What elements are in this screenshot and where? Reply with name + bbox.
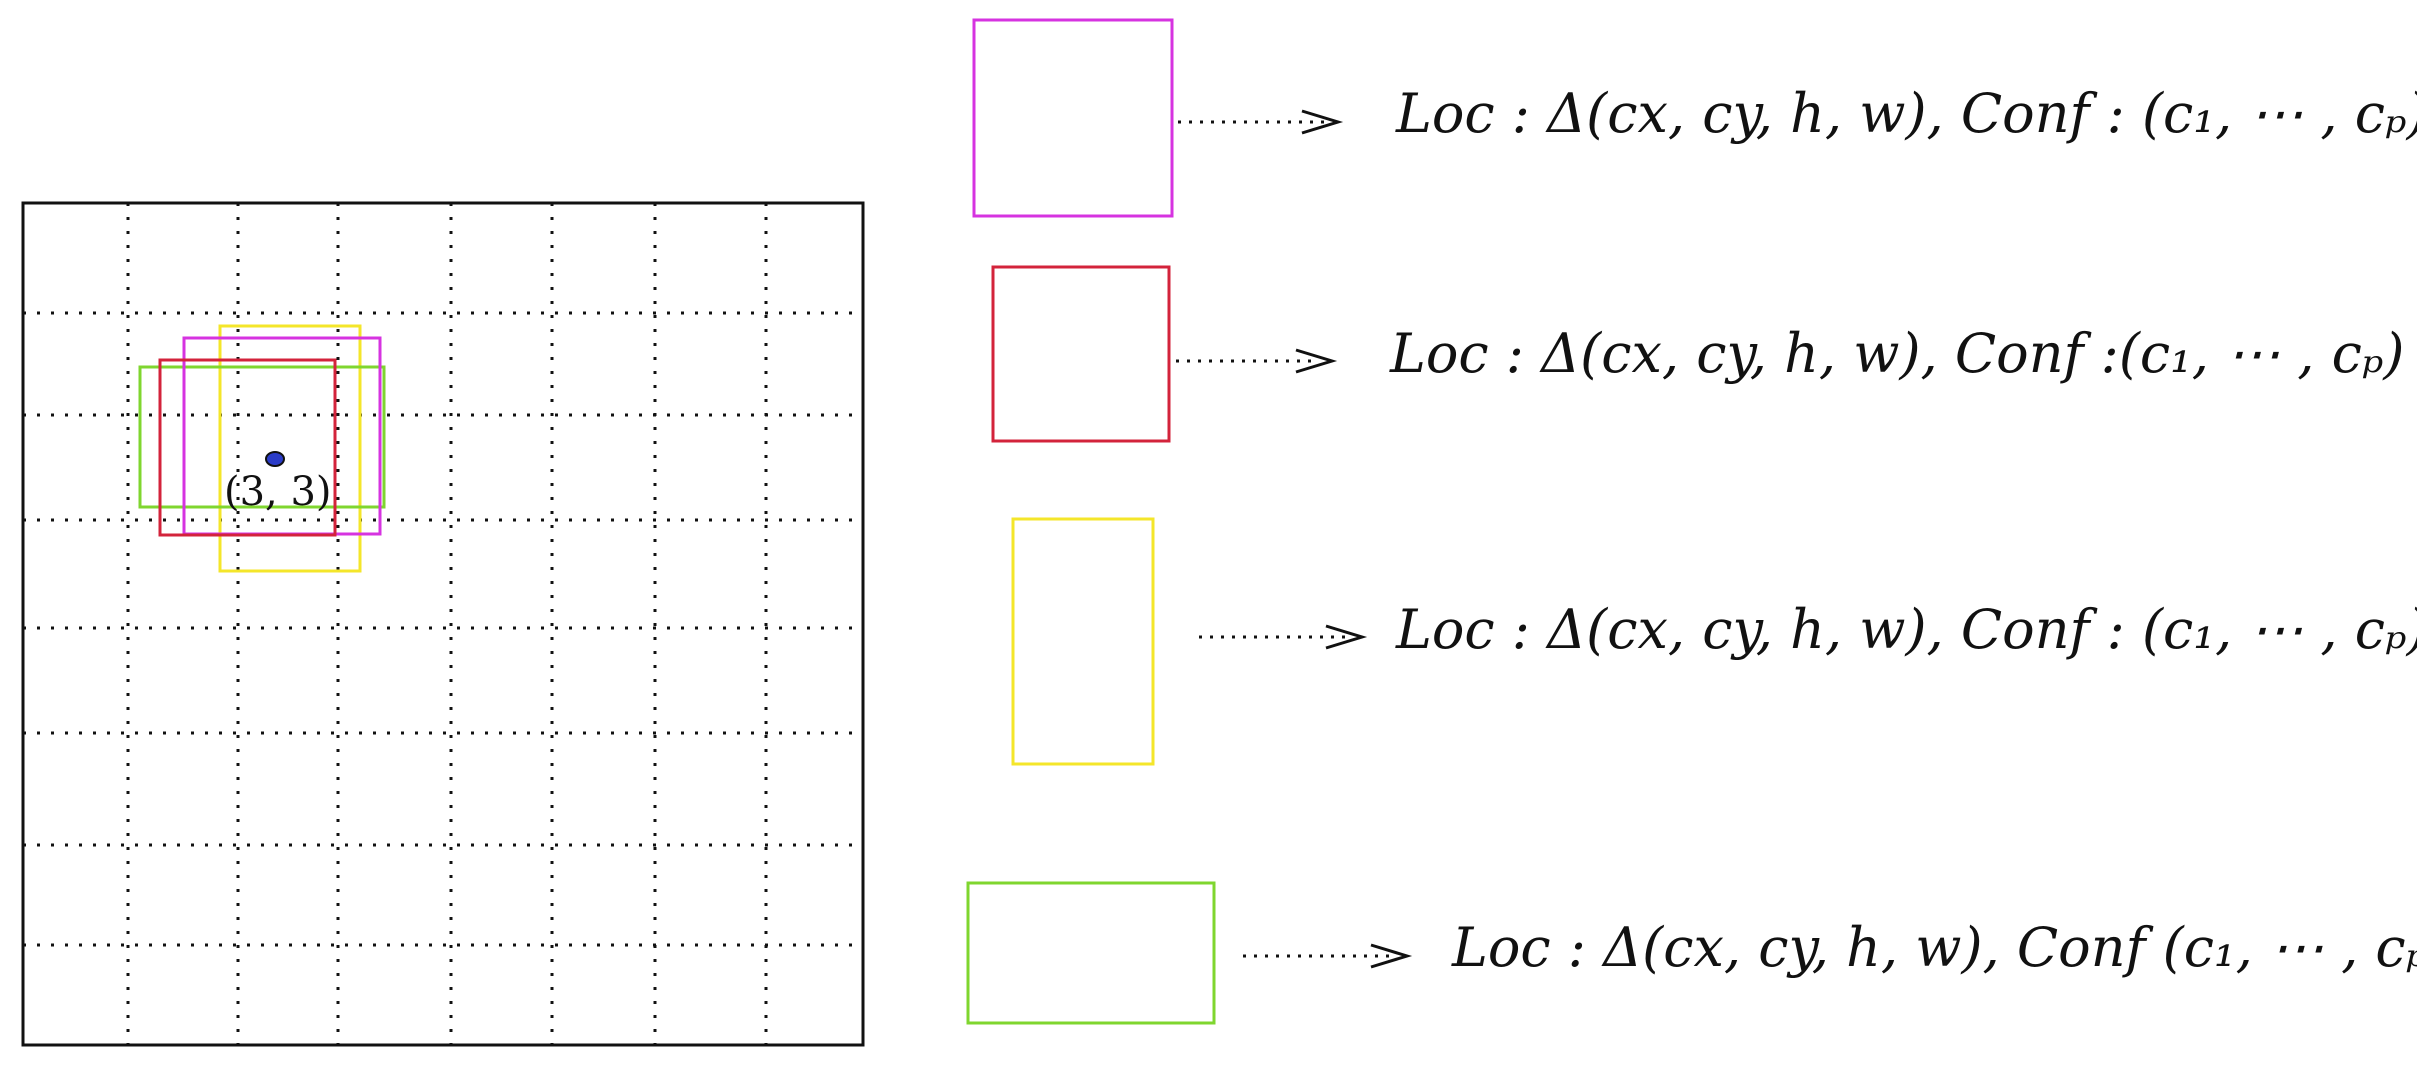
- legend-arrow-head-green: [1370, 943, 1413, 969]
- legend-arrow-head-yellow: [1325, 624, 1368, 650]
- legend-box-red: [991, 265, 1171, 443]
- legend-red: Loc : Δ(cx, cy, h, w), Conf :(c₁, ⋯ , cₚ…: [991, 265, 2405, 443]
- legend-arrow-head-magenta: [1301, 109, 1344, 135]
- legend-text-magenta: Loc : Δ(cx, cy, h, w), Conf : (c₁, ⋯ , c…: [1395, 82, 2417, 145]
- legend-yellow: Loc : Δ(cx, cy, h, w), Conf : (c₁, ⋯ , c…: [1011, 517, 2417, 766]
- legend-box-magenta: [972, 18, 1174, 218]
- legend-text-yellow: Loc : Δ(cx, cy, h, w), Conf : (c₁, ⋯ , c…: [1395, 598, 2417, 661]
- anchor-box-green: [138, 365, 386, 509]
- feature-map-grid: [21, 201, 865, 1047]
- anchor-box-yellow: [218, 324, 362, 573]
- legend-arrow-head-red: [1295, 348, 1338, 374]
- anchor-box-red: [158, 358, 337, 537]
- legend-box-green: [966, 881, 1216, 1025]
- anchor-boxes-overlay: (3, 3): [138, 324, 386, 573]
- legend-magenta: Loc : Δ(cx, cy, h, w), Conf : (c₁, ⋯ , c…: [972, 18, 2417, 218]
- legend-box-yellow: [1011, 517, 1155, 766]
- cell-coordinate-label: (3, 3): [224, 469, 332, 515]
- grid-border: [21, 201, 865, 1047]
- anchor-center-point: [265, 451, 285, 467]
- legend-green: Loc : Δ(cx, cy, h, w), Conf (c₁, ⋯ , cₚ): [966, 881, 2417, 1025]
- legend-text-red: Loc : Δ(cx, cy, h, w), Conf :(c₁, ⋯ , cₚ…: [1389, 322, 2405, 385]
- legend-text-green: Loc : Δ(cx, cy, h, w), Conf (c₁, ⋯ , cₚ): [1451, 916, 2417, 979]
